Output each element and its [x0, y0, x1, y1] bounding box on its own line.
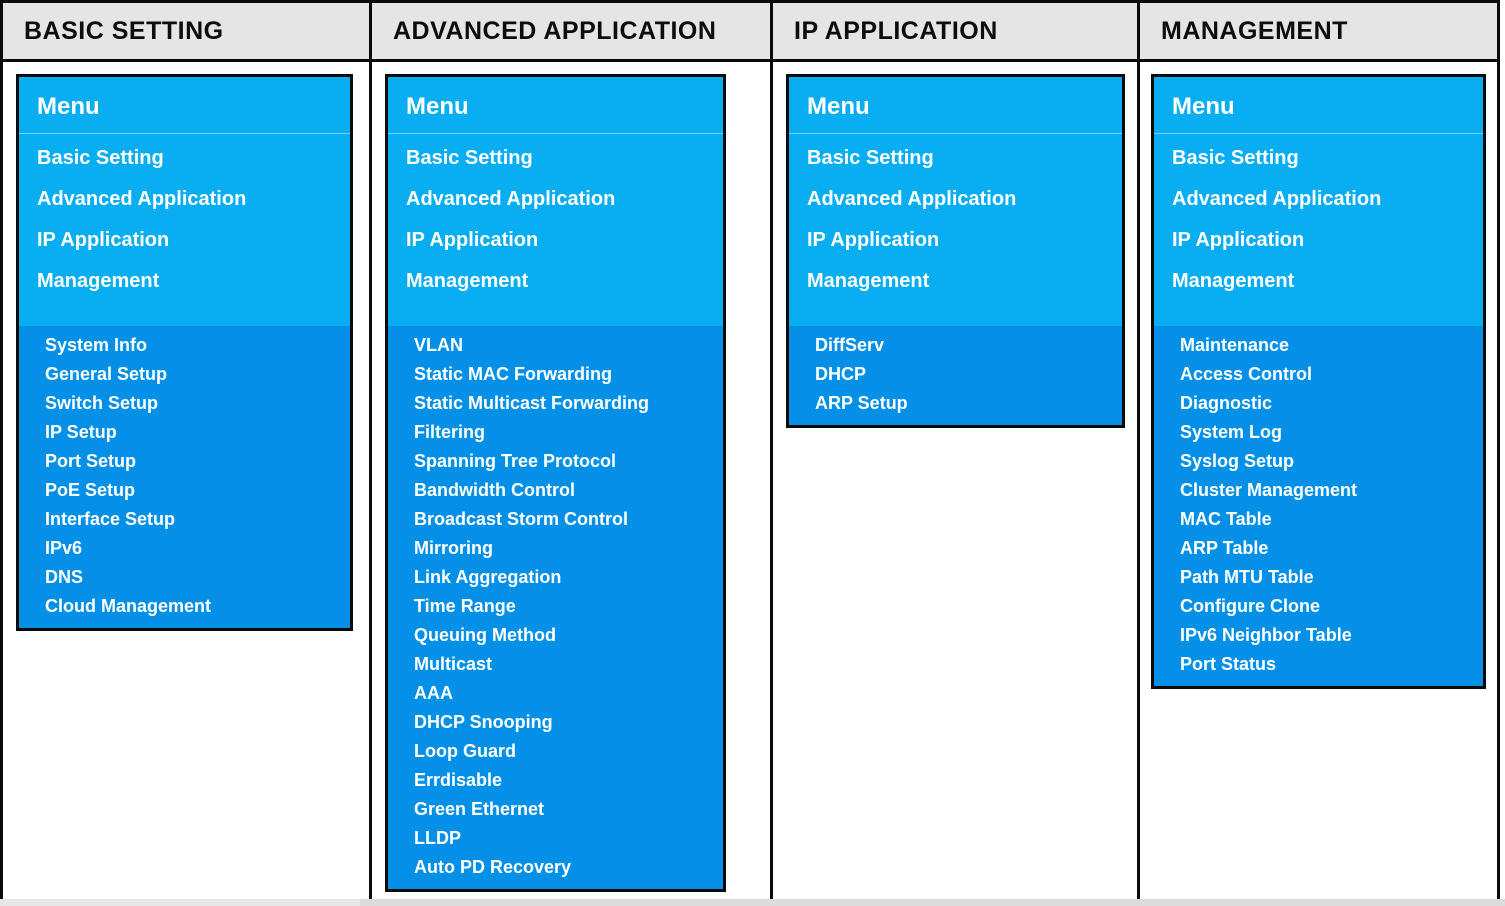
menu-top-item[interactable]: Basic Setting	[1172, 147, 1299, 169]
menu-sub-item[interactable]: System Log	[1180, 422, 1283, 442]
menu-sub-item[interactable]: Interface Setup	[45, 509, 176, 529]
menu-sub-item[interactable]: Filtering	[414, 422, 485, 442]
table-header-row: BASIC SETTING ADVANCED APPLICATION IP AP…	[3, 0, 1500, 62]
menu-sub-item[interactable]: DHCP	[815, 364, 867, 384]
menu-top-item[interactable]: Basic Setting	[807, 147, 934, 169]
menu-top-item[interactable]: Management	[807, 270, 930, 292]
menu-sub-item[interactable]: Cluster Management	[1180, 480, 1358, 500]
menu-sub-item[interactable]: Configure Clone	[1180, 596, 1320, 616]
menu-top-item[interactable]: Advanced Application	[37, 188, 247, 210]
menu-sub-item[interactable]: Broadcast Storm Control	[414, 509, 629, 529]
bottom-divider	[0, 899, 1505, 906]
menu-sub-item[interactable]: ARP Setup	[815, 393, 908, 413]
menu-sub-item[interactable]: Access Control	[1180, 364, 1313, 384]
menu-sub-item[interactable]: DiffServ	[815, 335, 885, 355]
column-header-basic-setting: BASIC SETTING	[3, 3, 372, 59]
menu-sub-item[interactable]: ARP Table	[1180, 538, 1269, 558]
menu-sub-item[interactable]: Static MAC Forwarding	[414, 364, 613, 384]
menu-sub-item[interactable]: VLAN	[414, 335, 463, 355]
menu-sub-item[interactable]: Multicast	[414, 654, 493, 674]
column-header-label: MANAGEMENT	[1161, 16, 1348, 45]
menu-top-item[interactable]: IP Application	[37, 229, 170, 251]
menu-sub-item[interactable]: LLDP	[414, 828, 461, 848]
menu-sub-item[interactable]: Link Aggregation	[414, 567, 562, 587]
menu-top-item[interactable]: Basic Setting	[37, 147, 164, 169]
menu-sub-item[interactable]: System Info	[45, 335, 148, 355]
menu-title: Menu	[789, 77, 1122, 134]
menu-sub-item[interactable]: Syslog Setup	[1180, 451, 1295, 471]
menu-sub-item[interactable]: Path MTU Table	[1180, 567, 1314, 587]
column-header-management: MANAGEMENT	[1140, 3, 1500, 59]
menu-sub-item[interactable]: DHCP Snooping	[414, 712, 553, 732]
menu-sub-item[interactable]: PoE Setup	[45, 480, 136, 500]
menu-sub-item[interactable]: General Setup	[45, 364, 168, 384]
column-header-label: ADVANCED APPLICATION	[393, 16, 717, 45]
menu-sub-item[interactable]: Spanning Tree Protocol	[414, 451, 617, 471]
menu-sub-item[interactable]: Queuing Method	[414, 625, 556, 645]
menu-sub-item[interactable]: Maintenance	[1180, 335, 1290, 355]
menu-sub-item[interactable]: IPv6 Neighbor Table	[1180, 625, 1352, 645]
menu-top-item[interactable]: IP Application	[1172, 229, 1305, 251]
menu-sub-item[interactable]: Time Range	[414, 596, 516, 616]
column-header-label: BASIC SETTING	[24, 16, 224, 45]
menu-sub-item[interactable]: MAC Table	[1180, 509, 1272, 529]
menu-sub-item[interactable]: Errdisable	[414, 770, 503, 790]
menu-top-item[interactable]: Management	[406, 270, 529, 292]
menu-sub-item[interactable]: IPv6	[45, 538, 83, 558]
menu-sub-item[interactable]: Mirroring	[414, 538, 493, 558]
column-header-advanced-application: ADVANCED APPLICATION	[372, 3, 773, 59]
menu-sub-item[interactable]: IP Setup	[45, 422, 117, 442]
menu-sub-item[interactable]: DNS	[45, 567, 84, 587]
column-header-label: IP APPLICATION	[794, 16, 998, 45]
menu-top-item[interactable]: Advanced Application	[1172, 188, 1382, 210]
menu-sub-item[interactable]: AAA	[414, 683, 453, 703]
menu-sub-item[interactable]: Static Multicast Forwarding	[414, 393, 650, 413]
menu-sub-item[interactable]: Loop Guard	[414, 741, 516, 761]
menu-sub-item[interactable]: Cloud Management	[45, 596, 212, 616]
menu-top-item[interactable]: Basic Setting	[406, 147, 533, 169]
menu-sub-item[interactable]: Bandwidth Control	[414, 480, 575, 500]
menu-sub-item[interactable]: Diagnostic	[1180, 393, 1273, 413]
column-header-ip-application: IP APPLICATION	[773, 3, 1140, 59]
menu-top-item[interactable]: Advanced Application	[807, 188, 1017, 210]
menu-top-item[interactable]: Management	[1172, 270, 1295, 292]
menu-sub-item[interactable]: Port Status	[1180, 654, 1277, 674]
menu-sub-item[interactable]: Auto PD Recovery	[414, 857, 572, 877]
menu-sub-item[interactable]: Green Ethernet	[414, 799, 545, 819]
menu-top-item[interactable]: IP Application	[807, 229, 940, 251]
menu-sub-item[interactable]: Port Setup	[45, 451, 137, 471]
bottom-divider-shade	[360, 899, 1505, 906]
menu-top-item[interactable]: Advanced Application	[406, 188, 616, 210]
menu-title: Menu	[1154, 77, 1483, 134]
menu-title: Menu	[19, 77, 350, 134]
menu-sub-item[interactable]: Switch Setup	[45, 393, 159, 413]
menu-title: Menu	[388, 77, 723, 134]
menu-top-item[interactable]: IP Application	[406, 229, 539, 251]
menu-top-item[interactable]: Management	[37, 270, 160, 292]
